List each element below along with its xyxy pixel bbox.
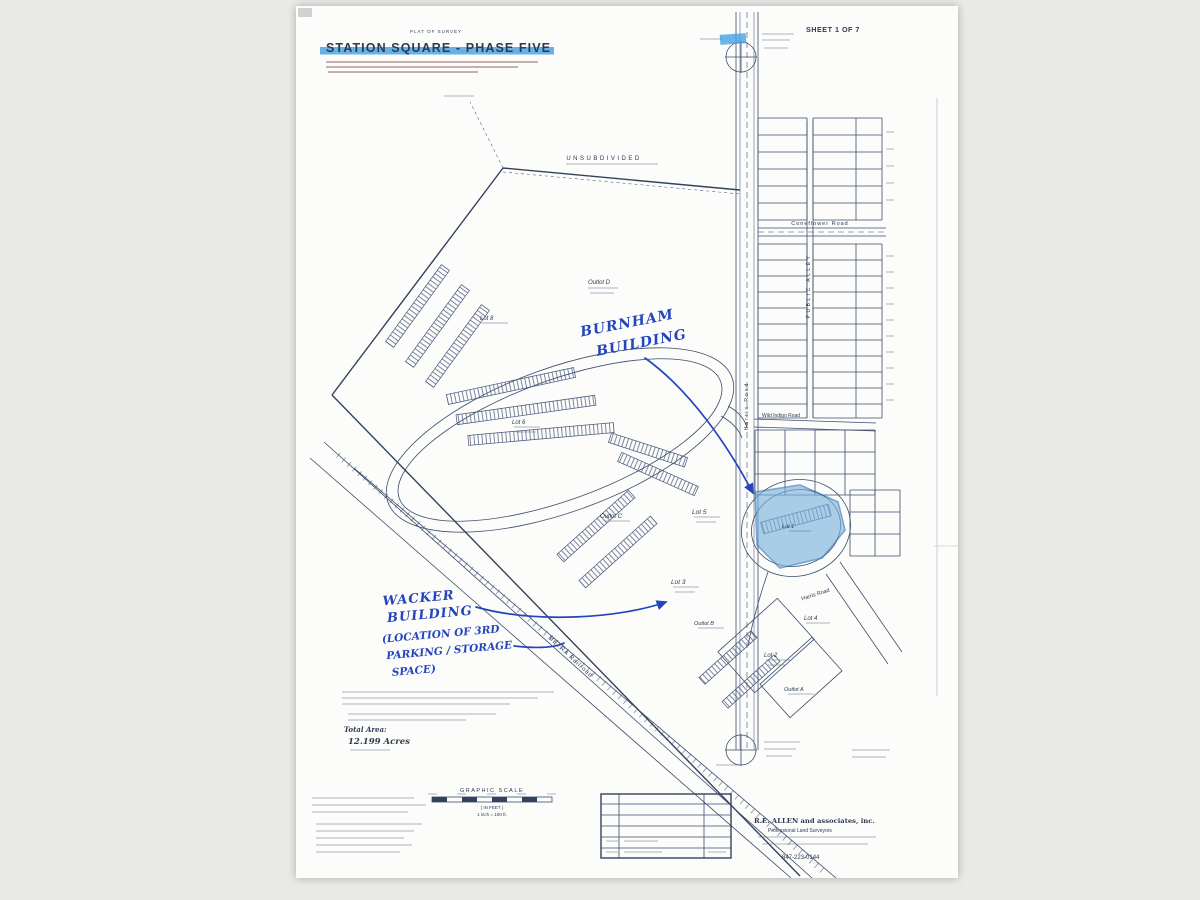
firm-address-lines [758,836,876,845]
total-area-block: Total Area: 12.199 Acres [344,725,410,751]
outlot-c-label: Outlot C [600,514,623,520]
wacker-arrow [475,600,668,619]
harris-road-north-south [735,12,759,750]
unsubdivided-label: UNSUBDIVIDED [566,156,641,162]
sheet-number: SHEET 1 OF 7 [806,25,860,34]
wacker-annotation: WACKER BUILDING (LOCATION OF 3RD PARKING… [381,588,513,679]
scanned-plat-page: PLAT OF SURVEY STATION SQUARE - PHASE FI… [296,6,958,878]
total-area-label: Total Area: [344,725,387,734]
harris-road-vertical-label: Harris Road [744,382,750,431]
lot-number-ticks [886,131,894,401]
section-corner-symbol-south [716,734,800,766]
lot-area-lines [444,95,830,695]
revision-table [600,793,732,859]
corner-note-lines-south [716,741,800,766]
outlot-b-label: Outlot B [694,621,714,627]
plat-surtitle: PLAT OF SURVEY [410,29,462,34]
firm-name: R.E. ALLEN and associates, inc. [754,817,875,825]
plat-title: STATION SQUARE - PHASE FIVE [326,41,551,55]
burnham-annotation: BURNHAM BUILDING [578,307,688,360]
firm-tagline: Professional Land Surveyors [768,828,832,834]
lot-2-label: Lot 2 [764,653,778,659]
coneflower-road [758,227,886,237]
map-text-labels: UNSUBDIVIDED Outlot D Lot 8 Lot 6 Outlot… [480,156,849,693]
townhome-parking-rows [385,264,832,709]
title-block: PLAT OF SURVEY STATION SQUARE - PHASE FI… [320,25,860,73]
surveyor-notes-lines [342,691,554,721]
north-highlight-marker [719,33,747,45]
firm-phone: 847-223-0144 [782,855,820,861]
title-highlight-marker [320,47,554,55]
lot-5-label: Lot 5 [692,509,707,516]
graphic-scale: GRAPHIC SCALE ( IN FEET ) 1 inch = 100 f… [428,788,556,817]
outlot-d-label: Outlot D [588,280,611,286]
lot-4-label: Lot 4 [804,616,818,622]
burnham-arrow [644,357,754,495]
lot-3-label: Lot 3 [671,579,686,586]
corner-note-lines-north [700,33,794,49]
southeast-parcels [717,597,843,719]
outlot-a-label: Outlot A [784,687,804,693]
scan-artifacts [298,8,958,696]
total-area-value: 12.199 Acres [348,737,410,747]
surveyor-firm-block: R.E. ALLEN and associates, inc. Professi… [754,817,876,861]
lot-6-label: Lot 6 [512,420,526,426]
public-alley-road [806,121,814,418]
wild-indigo-road [753,418,877,432]
plat-drawing: PLAT OF SURVEY STATION SQUARE - PHASE FI… [298,8,958,878]
wild-indigo-road-label: Wild Indigo Road [762,413,800,419]
coneflower-road-label: Coneflower Road [791,221,849,227]
wacker-underline-stroke [513,642,565,649]
legal-description-lines [326,61,538,73]
lot-1-label: Lot 1 [782,524,794,530]
scale-ratio-note: 1 inch = 100 ft. [477,812,507,817]
subdivision-boundary [331,101,801,877]
graphic-scale-title: GRAPHIC SCALE [460,788,524,794]
highlighted-lot-1 [754,484,846,569]
harris-road-se-label: Harris Road [801,588,831,603]
found-monument-notes [852,749,890,758]
wacker-building-text-line1: WACKER [382,588,455,609]
section-corner-symbol-north [700,33,794,73]
scale-unit-note: ( IN FEET ) [481,805,504,810]
credentials-lines [312,797,426,853]
public-alley-label: PUBLIC ALLEY [806,254,812,319]
table-entry-lines [606,840,726,853]
wacker-building-text-line5: SPACE) [391,663,436,679]
lot-8-label: Lot 8 [480,316,494,322]
